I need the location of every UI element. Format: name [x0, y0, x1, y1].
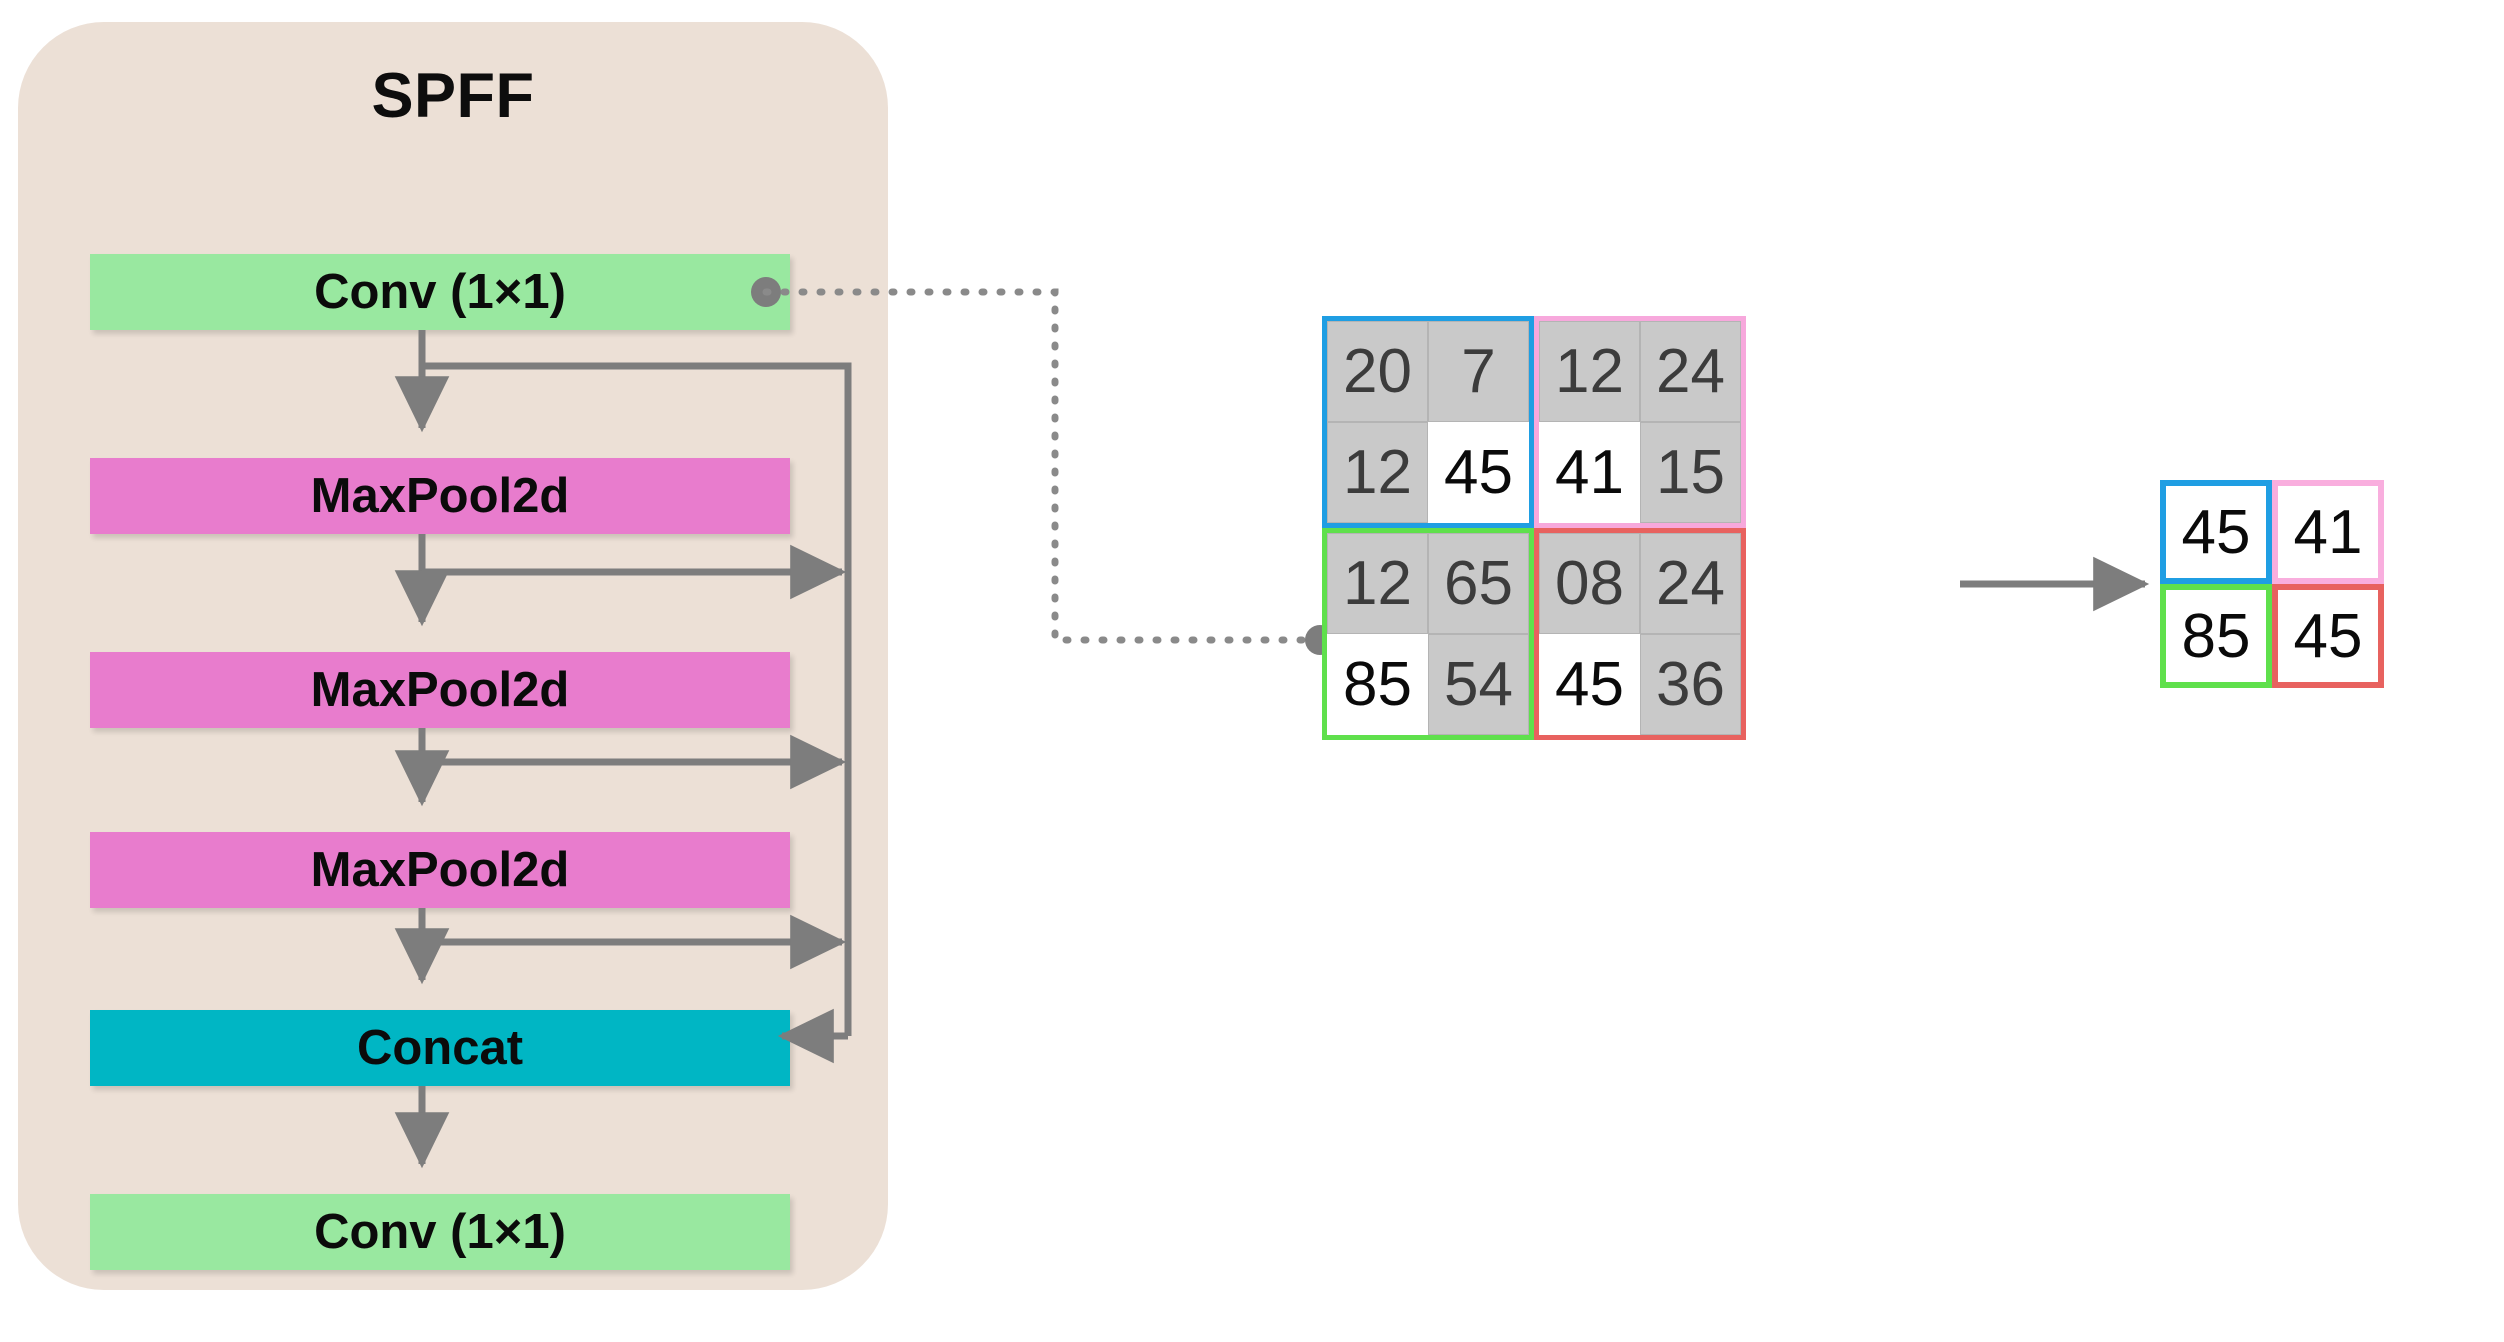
maxpool-to-matrix-connector: [751, 277, 1335, 655]
block-label: MaxPool2d: [310, 663, 570, 717]
matrix-cell: 12: [1327, 422, 1428, 523]
quadrant-bottom-left: 12 65 85 54: [1322, 528, 1534, 740]
spff-panel: SPFF Conv (1×1) MaxPool2d MaxPool2d MaxP…: [18, 22, 888, 1290]
matrix-cell: 24: [1640, 533, 1741, 634]
matrix-cell: 12: [1539, 321, 1640, 422]
bypass-bus-conv-top: [422, 362, 852, 1036]
matrix-cell-max: 45: [1539, 634, 1640, 735]
dotted-path: [762, 288, 1324, 644]
pooling-result-arrow: [1960, 556, 2150, 612]
block-label: MaxPool2d: [310, 469, 570, 523]
quadrant-top-right: 12 24 41 15: [1534, 316, 1746, 528]
block-conv-bottom[interactable]: Conv (1×1): [90, 1194, 790, 1270]
block-label: Conv (1×1): [314, 1205, 566, 1259]
matrix-cell: 65: [1428, 533, 1529, 634]
matrix-cell: 24: [1640, 321, 1741, 422]
block-concat[interactable]: Concat: [90, 1010, 790, 1086]
quadrant-bottom-right: 08 24 45 36: [1534, 528, 1746, 740]
block-conv-top[interactable]: Conv (1×1): [90, 254, 790, 330]
spff-flow-wires: [394, 330, 852, 1169]
matrix-cell: 08: [1539, 533, 1640, 634]
matrix-cell-max: 41: [1539, 422, 1640, 523]
output-cell: 41: [2272, 480, 2384, 584]
quadrant-top-left: 20 7 12 45: [1322, 316, 1534, 528]
matrix-cell: 20: [1327, 321, 1428, 422]
input-feature-map: 20 7 12 45 12 24 41 15 12 65 85 54 08 24…: [1322, 316, 1746, 740]
output-cell: 85: [2160, 584, 2272, 688]
output-cell: 45: [2272, 584, 2384, 688]
block-label: Concat: [356, 1021, 524, 1075]
block-maxpool2d-1[interactable]: MaxPool2d: [90, 458, 790, 534]
matrix-cell: 12: [1327, 533, 1428, 634]
block-maxpool2d-3[interactable]: MaxPool2d: [90, 832, 790, 908]
matrix-cell-max: 85: [1327, 634, 1428, 735]
matrix-cell: 54: [1428, 634, 1529, 735]
matrix-cell: 15: [1640, 422, 1741, 523]
block-label: MaxPool2d: [310, 843, 570, 897]
spff-title: SPFF: [371, 61, 535, 131]
matrix-cell: 7: [1428, 321, 1529, 422]
output-cell: 45: [2160, 480, 2272, 584]
output-feature-map: 45 41 85 45: [2160, 480, 2384, 688]
block-label: Conv (1×1): [314, 265, 566, 319]
matrix-cell: 36: [1640, 634, 1741, 735]
matrix-cell-max: 45: [1428, 422, 1529, 523]
block-maxpool2d-2[interactable]: MaxPool2d: [90, 652, 790, 728]
